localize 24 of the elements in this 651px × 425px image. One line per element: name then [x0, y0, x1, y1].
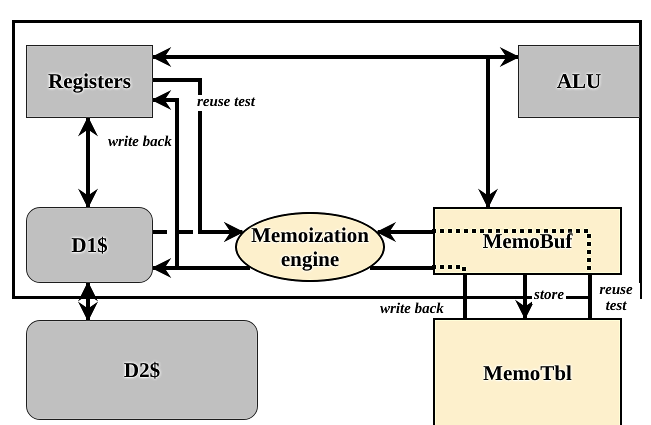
node-label: Memoization engine — [250, 222, 370, 272]
alu-box — [518, 45, 640, 118]
node-label: D1$ — [71, 232, 108, 258]
edge-label: store — [532, 288, 566, 304]
edge-label: reuse test — [195, 95, 257, 111]
buffer-box — [433, 207, 622, 275]
arrow — [78, 116, 98, 209]
node-label: MemoTbl — [483, 360, 572, 386]
arrow — [376, 222, 433, 242]
frame-box — [12, 20, 642, 299]
connector-line — [463, 275, 467, 318]
node-label: D2$ — [124, 358, 160, 382]
register-box — [26, 45, 153, 118]
node-label: MemoBuf — [482, 228, 572, 254]
connector-line — [370, 266, 433, 270]
arrow — [515, 275, 535, 320]
node-label: ALU — [556, 69, 602, 94]
node-label: Registers — [48, 69, 131, 94]
arrow — [153, 222, 244, 242]
table-box — [433, 318, 622, 425]
connector-line — [588, 275, 592, 318]
cache-box — [26, 320, 258, 420]
arrow — [78, 281, 98, 322]
cache-box — [26, 207, 153, 283]
